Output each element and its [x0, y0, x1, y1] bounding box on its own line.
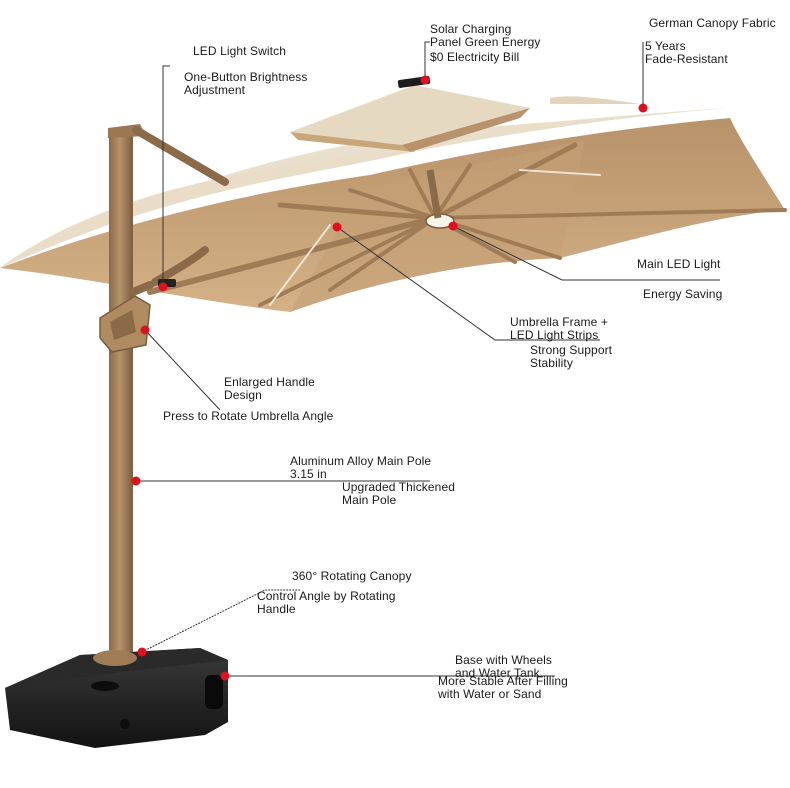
frame-leader	[336, 226, 600, 341]
solar-detail: $0 Electricity Bill	[430, 50, 520, 64]
main-led-leader	[452, 225, 720, 281]
solar-title: Solar Charging Panel Green Energy	[430, 22, 541, 49]
rotating-detail: Control Angle by Rotating Handle	[257, 589, 396, 616]
marker-frame	[332, 222, 342, 232]
marker-pole	[131, 476, 141, 486]
vent-canopy	[290, 76, 640, 152]
handle-detail: Press to Rotate Umbrella Angle	[163, 409, 334, 423]
main-pole	[108, 124, 229, 652]
marker-canopy-fabric	[638, 103, 648, 113]
led-switch-detail: One-Button Brightness Adjustment	[184, 70, 308, 97]
solar-leader	[424, 41, 430, 80]
rotating-title: 360° Rotating Canopy	[292, 569, 412, 583]
base-detail: More Stable After Filling with Water or …	[438, 674, 568, 701]
handle-leader	[144, 329, 221, 411]
led-switch-title: LED Light Switch	[193, 44, 286, 58]
frame-title: Umbrella Frame + LED Light Strips	[510, 315, 608, 342]
main-led-detail: Energy Saving	[643, 287, 723, 301]
marker-solar	[420, 75, 430, 85]
marker-rotating	[137, 647, 147, 657]
base-title: Base with Wheels and Water Tank	[455, 653, 552, 680]
rotating-leader	[141, 589, 300, 653]
pole-title: Aluminum Alloy Main Pole 3.15 in	[290, 454, 432, 481]
handle-title: Enlarged Handle Design	[224, 375, 315, 402]
pole-detail: Upgraded Thickened Main Pole	[342, 480, 455, 507]
crown-hub	[425, 169, 455, 229]
canopy-fabric-title: German Canopy Fabric	[649, 16, 776, 30]
water-tank-base	[5, 648, 228, 748]
canopy-fabric-detail: 5 Years Fade-Resistant	[645, 39, 728, 66]
marker-handle	[140, 325, 150, 335]
main-led-title: Main LED Light	[637, 257, 721, 271]
marker-main-led	[448, 221, 458, 231]
led-switch-leader	[162, 65, 170, 286]
marker-base	[220, 671, 230, 681]
handle-assembly	[99, 295, 151, 353]
frame-detail: Strong Support Stability	[530, 343, 613, 370]
marker-led-switch	[158, 282, 168, 292]
